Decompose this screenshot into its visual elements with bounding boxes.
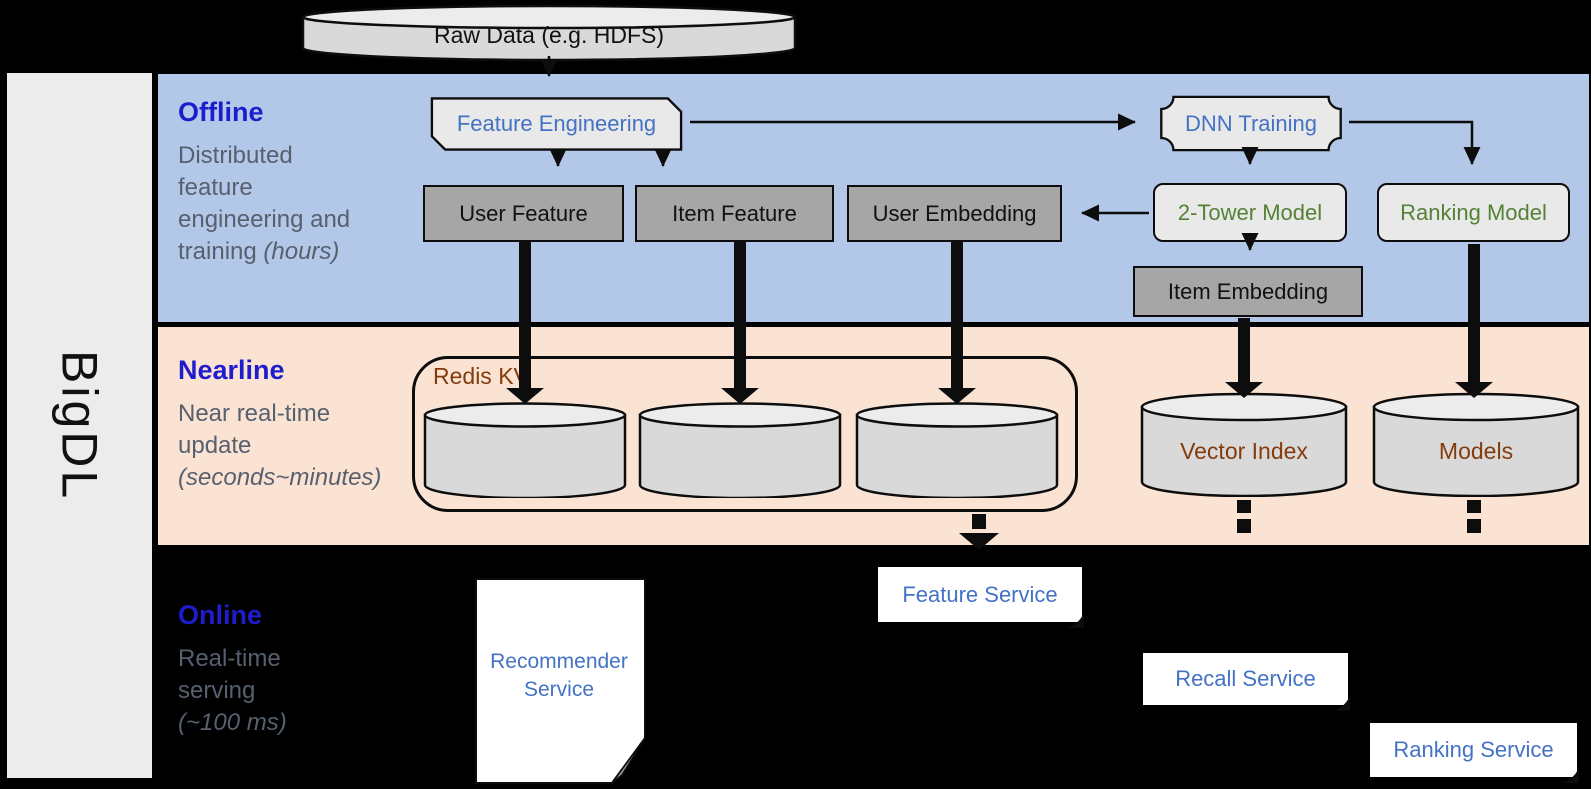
cylinder-icon [301,4,797,62]
user-feature-node: User Feature [423,185,624,242]
dnn-training-node: DNN Training [1155,95,1347,152]
recall-service-node: Recall Service [1143,653,1350,711]
brand-sidebar: BigDL [7,73,152,778]
online-description: Real-time serving (~100 ms) [178,645,287,737]
redis-kv-label: Redis KV [433,363,529,389]
cylinder-icon [855,402,1059,498]
page-fold-icon [1562,768,1579,783]
two-tower-model-node: 2-Tower Model [1153,183,1347,242]
redis-shard-cylinder-1 [423,402,627,498]
feature-service-node: Feature Service [878,567,1084,628]
vector-index-store: Vector Index [1140,392,1348,497]
ranking-model-node: Ranking Model [1377,183,1570,242]
offline-title: Offline [178,97,264,127]
nearline-description: Near real-time update (seconds~minutes) [178,400,382,492]
vector-index-label: Vector Index [1180,438,1308,465]
feature-service-label: Feature Service [902,581,1058,607]
user-embedding-label: User Embedding [872,200,1037,226]
item-feature-node: Item Feature [635,185,834,242]
plaque-shape [1160,95,1342,152]
user-feature-label: User Feature [459,200,588,226]
recommender-service-label: Recommender Service [490,650,628,702]
models-label: Models [1438,438,1514,465]
ranking-model-label: Ranking Model [1400,199,1547,225]
feature-engineering-node: Feature Engineering [425,97,688,151]
redis-shard-cylinder-2 [638,402,842,498]
cylinder-icon [423,402,627,498]
ranking-service-label: Ranking Service [1393,737,1554,762]
recall-service-label: Recall Service [1175,666,1316,691]
brand-text: BigDL [51,349,108,502]
nearline-title: Nearline [178,355,285,385]
item-embedding-label: Item Embedding [1167,278,1329,304]
raw-data-store: Raw Data (e.g. HDFS) [301,4,797,62]
online-title: Online [178,600,263,630]
item-embedding-node: Item Embedding [1133,266,1363,317]
redis-shard-cylinder-3 [855,402,1059,498]
models-store: Models [1372,392,1580,497]
page-fold-icon [1333,696,1350,711]
offline-section-label: Offline Distributed feature engineering … [178,97,413,269]
cylinder-icon [1372,392,1580,497]
cylinder-icon [1140,392,1348,497]
snip-rect-shape [430,97,683,151]
raw-data-label: Raw Data (e.g. HDFS) [433,21,665,48]
document-icon [475,578,646,784]
two-tower-model-label: 2-Tower Model [1177,199,1323,225]
online-section-label: Online Real-time serving (~100 ms) [178,600,413,739]
recommender-service-node: Recommender Service [475,578,647,785]
feature-engineering-label: Feature Engineering [456,111,657,136]
page-fold-icon [1067,613,1084,628]
offline-description: Distributed feature engineering and trai… [178,142,351,266]
dnn-training-label: DNN Training [1184,110,1318,136]
item-feature-label: Item Feature [672,200,797,226]
user-embedding-node: User Embedding [847,185,1062,242]
cylinder-icon [638,402,842,498]
ranking-service-node: Ranking Service [1370,723,1579,783]
nearline-section-label: Nearline Near real-time update (seconds~… [178,355,413,494]
